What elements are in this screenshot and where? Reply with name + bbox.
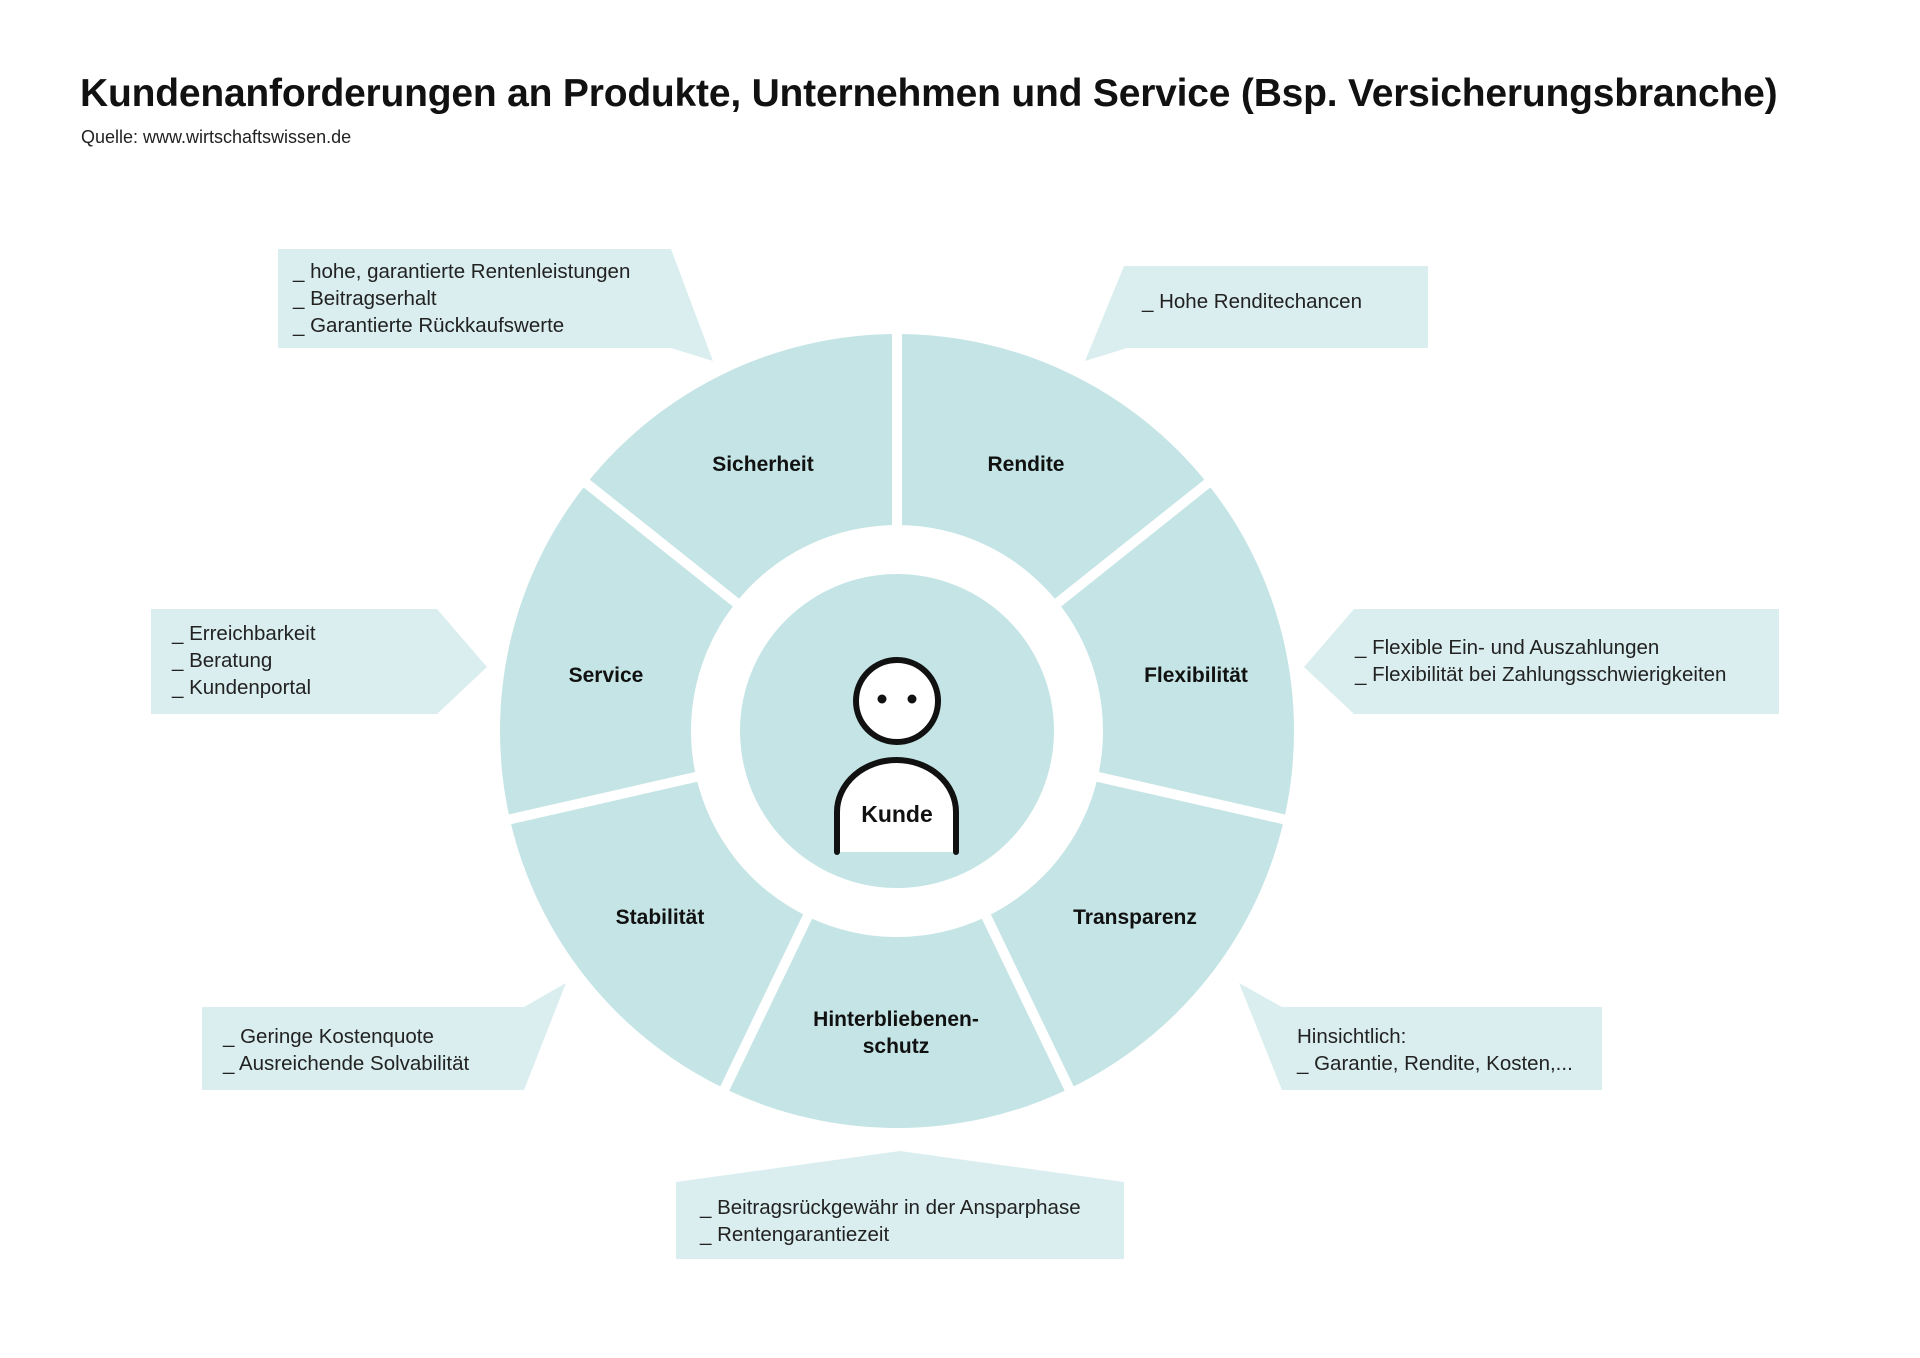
center-label: Kunde <box>861 801 933 827</box>
source-note: Quelle: www.wirtschaftswissen.de <box>81 127 352 147</box>
callout-flexibilitaet: _ Flexible Ein- und Auszahlungen _ Flexi… <box>1304 609 1779 714</box>
callout-line: _ Garantierte Rückkaufswerte <box>292 314 564 337</box>
segment-label-rendite: Rendite <box>987 453 1064 476</box>
ring-segment-transparenz <box>724 916 1070 1128</box>
segment-separator <box>979 909 1076 1096</box>
segment-label-transparenz: Transparenz <box>1073 906 1197 929</box>
callout-service: _ Erreichbarkeit _ Beratung _ Kundenport… <box>151 609 487 714</box>
callout-line: _ Kundenportal <box>171 676 311 699</box>
callout-line: _ hohe, garantierte Rentenleistungen <box>292 260 630 283</box>
page-title: Kundenanforderungen an Produkte, Unterne… <box>80 72 1778 115</box>
segment-label-hinterbliebenenschutz: Hinterbliebenen- <box>813 1008 979 1031</box>
segment-label-sicherheit: Sicherheit <box>712 453 814 476</box>
person-icon <box>834 657 959 855</box>
segment-separator <box>1091 770 1291 826</box>
segment-separator <box>1051 476 1215 610</box>
segment-label-hinterbliebenenschutz-2: schutz <box>863 1035 930 1058</box>
segment-label-flexibilitaet: Flexibilität <box>1144 664 1248 687</box>
segment-separator <box>579 476 743 610</box>
ring-segment-stabilität <box>500 483 736 820</box>
requirements-ring <box>500 334 1294 1128</box>
segment-label-service: Service <box>569 664 644 687</box>
segment-label-stabilitaet: Stabilität <box>616 906 705 929</box>
callout-line: _ Beratung <box>171 649 272 672</box>
callout-line: _ Geringe Kostenquote <box>222 1025 434 1048</box>
callout-line: _ Garantie, Rendite, Kosten,... <box>1296 1052 1573 1075</box>
ring-segment-flexibilität <box>986 776 1285 1089</box>
callout-hinterbliebenenschutz: _ Beitragsrückgewähr in der Ansparphase … <box>676 1151 1124 1259</box>
segment-separator <box>718 909 815 1096</box>
callout-line: _ Rentengarantiezeit <box>699 1223 889 1246</box>
callout-line: _ Flexible Ein- und Auszahlungen <box>1354 636 1659 659</box>
callout-stabilitaet: _ Geringe Kostenquote _ Ausreichende Sol… <box>202 983 566 1090</box>
callout-line: Hinsichtlich: <box>1297 1025 1406 1048</box>
callout-line: _ Beitragsrückgewähr in der Ansparphase <box>699 1196 1081 1219</box>
callout-line: _ Beitragserhalt <box>292 287 437 310</box>
callout-transparenz: Hinsichtlich: _ Garantie, Rendite, Koste… <box>1239 983 1602 1090</box>
callout-line: _ Erreichbarkeit <box>171 622 316 645</box>
segment-separator <box>503 770 703 826</box>
ring-segment-hinterbliebenenschutz <box>509 776 808 1089</box>
ring-segment-sicherheit <box>897 334 1208 603</box>
ring-segment-rendite <box>1058 483 1294 820</box>
callout-line: _ Flexibilität bei Zahlungsschwierigkeit… <box>1354 663 1726 686</box>
ring-segment-service <box>586 334 897 603</box>
callout-sicherheit: _ hohe, garantierte Rentenleistungen _ B… <box>278 249 713 361</box>
callout-line: _ Hohe Renditechancen <box>1141 290 1362 313</box>
callout-line: _ Ausreichende Solvabilität <box>222 1052 469 1075</box>
callout-rendite: _ Hohe Renditechancen <box>1085 266 1428 361</box>
segment-separators <box>503 329 1291 1096</box>
